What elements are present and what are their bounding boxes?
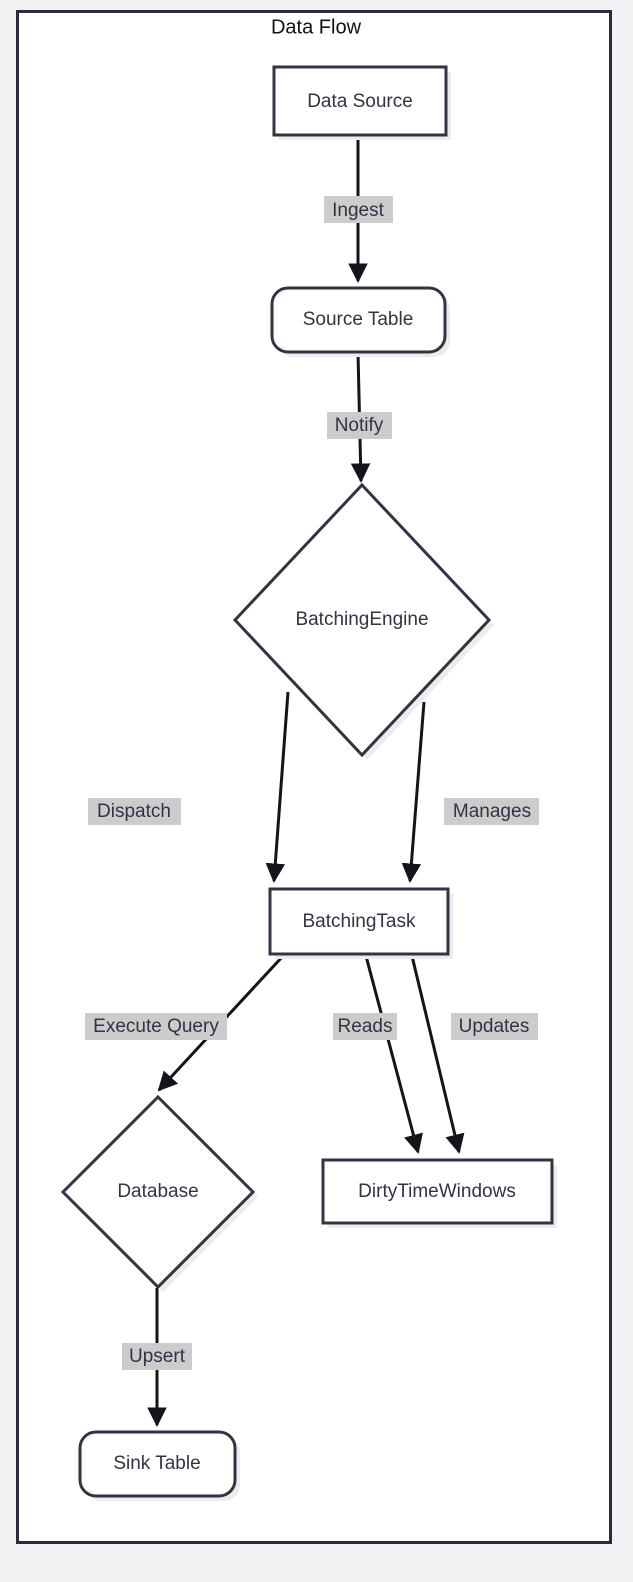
edge-label-dispatch: Dispatch	[88, 798, 181, 825]
node-label-database: Database	[117, 1181, 198, 1202]
node-batching-engine[interactable]: BatchingEngine	[232, 482, 494, 760]
node-batching-task[interactable]: BatchingTask	[268, 887, 453, 959]
edge-label-updates-text: Updates	[459, 1016, 530, 1037]
node-label-sink-table: Sink Table	[113, 1453, 200, 1474]
edge-label-manages-text: Manages	[453, 801, 531, 822]
edge-label-upsert-text: Upsert	[129, 1346, 186, 1367]
page-title: Data Flow	[271, 16, 362, 38]
edge-label-notify: Notify	[327, 412, 392, 439]
edge-label-reads-text: Reads	[338, 1016, 393, 1037]
edge-label-updates: Updates	[451, 1013, 538, 1040]
node-source-table[interactable]: Source Table	[270, 286, 450, 357]
node-label-dirty-time-windows: DirtyTimeWindows	[358, 1181, 516, 1202]
node-data-source[interactable]: Data Source	[272, 65, 451, 140]
edge-label-notify-text: Notify	[335, 415, 384, 436]
edge-label-ingest-text: Ingest	[332, 200, 384, 221]
node-dirty-time-windows[interactable]: DirtyTimeWindows	[321, 1158, 557, 1228]
edge-updates	[410, 955, 465, 1154]
node-label-data-source: Data Source	[307, 91, 413, 112]
node-label-batching-engine: BatchingEngine	[295, 609, 428, 630]
edge-label-execute-query-text: Execute Query	[93, 1016, 219, 1037]
edge-label-manages: Manages	[444, 798, 539, 825]
edge-label-dispatch-text: Dispatch	[97, 801, 171, 822]
edge-label-ingest: Ingest	[324, 196, 393, 223]
edge-label-reads: Reads	[333, 1013, 397, 1040]
node-label-batching-task: BatchingTask	[302, 911, 416, 932]
edge-label-execute-query: Execute Query	[85, 1013, 227, 1040]
node-label-source-table: Source Table	[303, 309, 414, 330]
node-database[interactable]: Database	[60, 1094, 258, 1292]
edge-dispatch	[265, 691, 290, 883]
edge-reads	[364, 955, 423, 1154]
node-sink-table[interactable]: Sink Table	[78, 1430, 240, 1501]
edge-manages	[401, 701, 426, 883]
edge-label-upsert: Upsert	[122, 1343, 192, 1370]
diagram-frame	[16, 10, 612, 1544]
